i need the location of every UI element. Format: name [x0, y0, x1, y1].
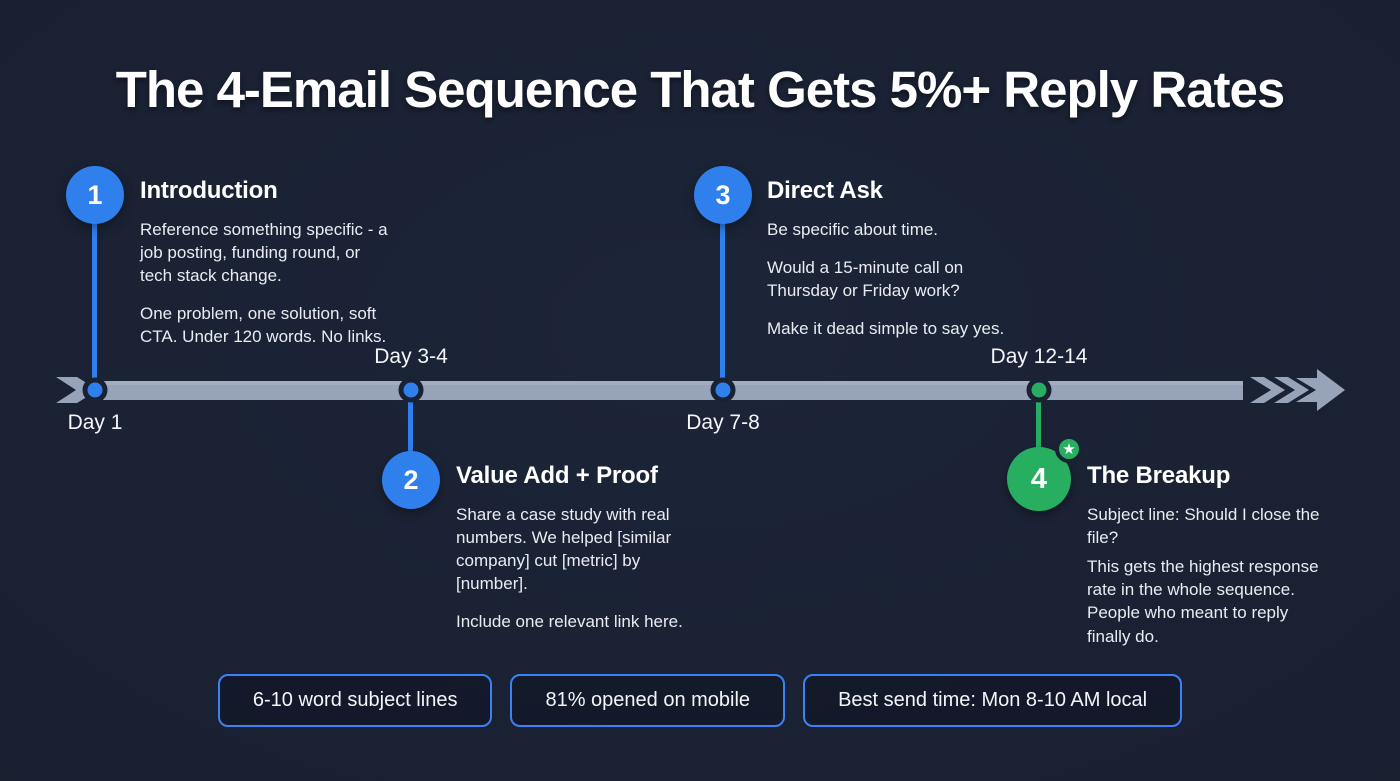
day-label-4: Day 12-14	[990, 345, 1088, 368]
milestone-4-content: The Breakup Subject line: Should I close…	[1087, 462, 1327, 654]
milestone-4-paragraph: This gets the highest response rate in t…	[1087, 557, 1319, 646]
day-label-1: Day 1	[67, 411, 123, 434]
connector-milestone-3	[720, 220, 725, 392]
milestone-3-title: Direct Ask	[767, 177, 883, 204]
stat-badge-subject-lines: 6-10 word subject lines	[217, 674, 493, 727]
milestone-3-number-badge: 3	[694, 166, 752, 224]
milestone-4-number-badge: 4 ★	[1007, 435, 1083, 511]
milestone-2-paragraph: Share a case study with real numbers. We…	[456, 505, 672, 594]
timeline-bar-highlight	[103, 381, 1243, 385]
milestone-1-paragraph: One problem, one solution, soft CTA. Und…	[140, 304, 387, 347]
star-icon: ★	[1055, 435, 1083, 463]
timeline-bar	[103, 381, 1243, 400]
day-label-3: Day 7-8	[686, 411, 760, 434]
stat-badge-mobile-opens: 81% opened on mobile	[510, 674, 786, 727]
milestone-2-content: Value Add + Proof Share a case study wit…	[456, 462, 701, 634]
milestone-1-number: 1	[87, 179, 103, 210]
milestone-3-paragraph: Would a 15-minute call on Thursday or Fr…	[767, 258, 964, 301]
connector-milestone-1	[92, 220, 97, 392]
timeline-dot-day-12-14	[1026, 377, 1052, 403]
stat-badges-row: 6-10 word subject lines 81% opened on mo…	[0, 674, 1400, 727]
timeline-end-chevron-1	[1250, 377, 1285, 403]
milestone-3-content: Direct Ask Be specific about time. Would…	[767, 177, 1035, 340]
milestone-1-content: Introduction Reference something specifi…	[140, 177, 392, 349]
connector-milestone-4	[1036, 390, 1041, 452]
milestone-4-title: The Breakup	[1087, 462, 1231, 489]
timeline-dot-day-1	[82, 377, 108, 403]
day-label-2: Day 3-4	[374, 345, 448, 368]
milestone-2-number-badge: 2	[382, 451, 440, 509]
milestone-3-paragraph: Be specific about time.	[767, 220, 939, 239]
milestone-4-number: 4	[1030, 462, 1048, 495]
connector-milestone-2	[408, 390, 413, 456]
milestone-1-paragraph: Reference something specific - a job pos…	[140, 220, 388, 286]
timeline-end-chevron-2	[1274, 377, 1309, 403]
milestone-1-number-badge: 1	[66, 166, 124, 224]
milestone-2-number: 2	[403, 464, 419, 495]
milestone-2-paragraph: Include one relevant link here.	[456, 612, 683, 632]
milestone-3-paragraph: Make it dead simple to say yes.	[767, 319, 1005, 339]
timeline-dot-day-3-4	[398, 377, 424, 403]
timeline-dot-day-7-8	[710, 377, 736, 403]
stat-badge-send-time: Best send time: Mon 8-10 AM local	[803, 674, 1183, 727]
milestone-4-paragraph: Subject line: Should I close the file?	[1087, 505, 1320, 548]
timeline-arrowhead-icon	[1296, 369, 1345, 411]
milestone-3-number: 3	[715, 179, 731, 210]
milestone-2-title: Value Add + Proof	[456, 462, 658, 489]
milestone-1-title: Introduction	[140, 177, 278, 204]
page-title: The 4-Email Sequence That Gets 5%+ Reply…	[115, 61, 1286, 118]
